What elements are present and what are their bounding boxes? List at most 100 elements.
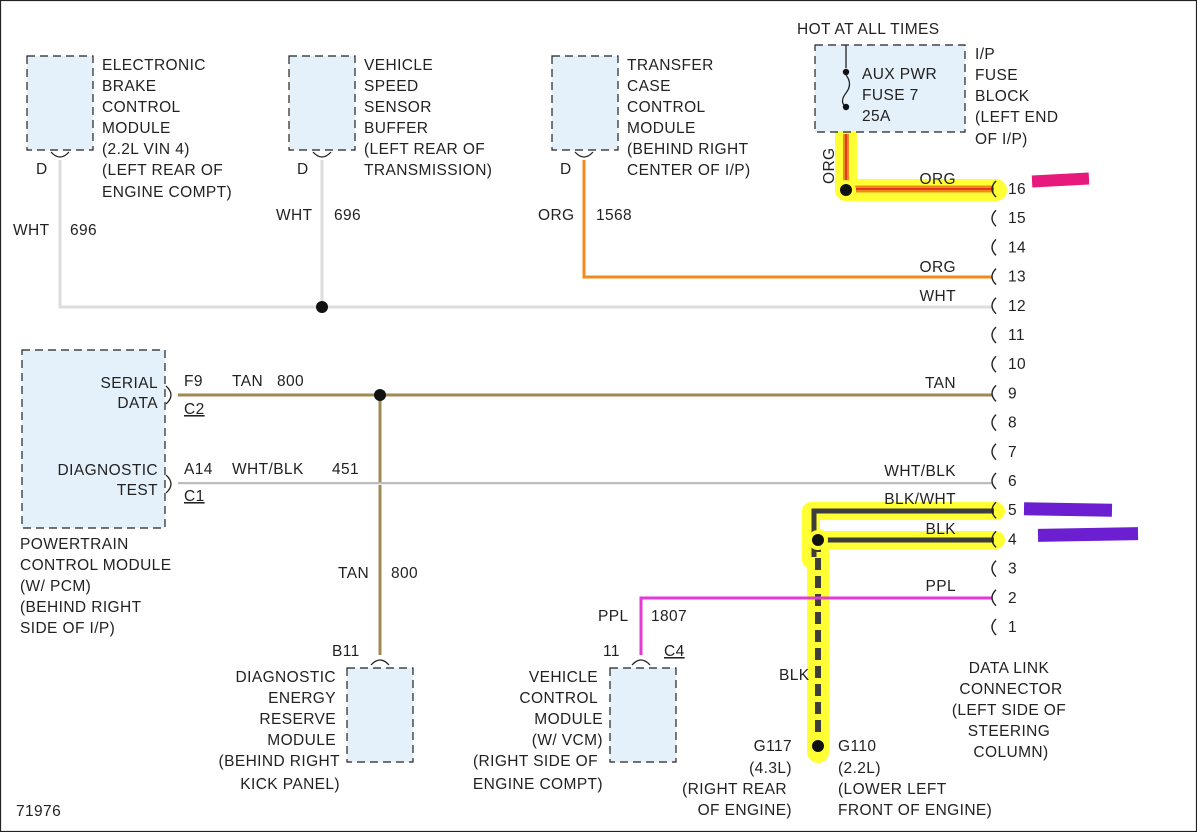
module-ebcm: D ELECTRONIC BRAKE CONTROL MODULE (2.2L … xyxy=(13,55,232,239)
tccm-wire-circuit: 1568 xyxy=(596,207,632,224)
tccm-pin: D xyxy=(560,161,572,178)
pin13-wire-color: ORG xyxy=(919,259,956,276)
pcm-serial-label-2: DATA xyxy=(117,395,158,412)
pcm-label-3: (W/ PCM) xyxy=(20,578,91,595)
pin9-wire-color: TAN xyxy=(925,375,956,392)
fuse-terminal-top xyxy=(842,68,850,76)
vssb-label-2: SPEED xyxy=(364,78,419,95)
dlc-label-5: COLUMN) xyxy=(973,744,1048,761)
vssb-pin: D xyxy=(297,161,309,178)
pcm-box xyxy=(21,349,166,529)
ebcm-label-2: BRAKE xyxy=(102,78,157,95)
ebcm-pin: D xyxy=(36,161,48,178)
dlc-pin-number: 6 xyxy=(1008,473,1017,490)
dlc-pin-bracket-icon xyxy=(991,530,997,548)
ebcm-label-5: (2.2L VIN 4) xyxy=(102,141,190,158)
derm-label-4: MODULE xyxy=(267,732,336,749)
splices xyxy=(316,180,856,756)
dlc-pin-number: 12 xyxy=(1008,298,1026,315)
pink-annotation-mark xyxy=(1031,172,1090,188)
vcm-label-2: CONTROL xyxy=(519,690,598,707)
splice-blk-dot xyxy=(812,534,824,546)
dlc-pin-bracket-icon xyxy=(991,209,997,227)
module-vssb: D VEHICLE SPEED SENSOR BUFFER (LEFT REAR… xyxy=(276,55,492,224)
dlc-pin-number: 10 xyxy=(1008,356,1026,373)
derm-label-6: KICK PANEL) xyxy=(240,776,340,793)
derm-label-1: DIAGNOSTIC xyxy=(236,669,336,686)
fuse-block-label-4: (LEFT END xyxy=(975,109,1058,126)
vssb-connector-icon xyxy=(312,151,332,158)
dlc-pin-bracket-icon xyxy=(991,443,997,461)
fuse-icon xyxy=(841,74,851,108)
vssb-label-3: SENSOR xyxy=(364,99,432,116)
pin12-wire-color: WHT xyxy=(920,288,957,305)
ground-right-engine: (2.2L) xyxy=(838,760,881,777)
ebcm-label-4: MODULE xyxy=(102,120,171,137)
ground-point-dot xyxy=(812,740,824,752)
pcm-serial-conn: C2 xyxy=(184,401,205,418)
tccm-label-6: CENTER OF I/P) xyxy=(627,162,751,179)
ebcm-label-3: CONTROL xyxy=(102,99,181,116)
module-derm: TAN 800 B11 DIAGNOSTIC ENERGY RESERVE MO… xyxy=(219,565,418,793)
vcm-label-3: MODULE xyxy=(534,711,603,728)
derm-wire-circuit: 800 xyxy=(391,565,418,582)
tccm-label-5: (BEHIND RIGHT xyxy=(627,141,749,158)
dlc-pin-bracket-icon xyxy=(991,501,997,519)
ground-left-location-1: (RIGHT REAR xyxy=(682,781,787,798)
ground-right-location-1: (LOWER LEFT xyxy=(838,781,947,798)
module-tccm: D TRANSFER CASE CONTROL MODULE (BEHIND R… xyxy=(538,55,751,224)
pin4-wire-color: BLK xyxy=(926,521,957,538)
dlc-pin-number: 15 xyxy=(1008,210,1026,227)
dlc-pin-number: 7 xyxy=(1008,444,1017,461)
fuse-box xyxy=(814,44,966,133)
pcm-diag-connector-icon xyxy=(165,474,172,494)
wire-tccm-org xyxy=(582,160,992,279)
dlc-pin-number: 9 xyxy=(1008,385,1017,402)
derm-label-3: RESERVE xyxy=(259,711,336,728)
ground-left-location-2: OF ENGINE) xyxy=(698,802,792,819)
dlc-pin-bracket-icon xyxy=(991,326,997,344)
diagram-number: 71976 xyxy=(16,803,61,820)
vcm-label-1: VEHICLE xyxy=(529,669,598,686)
dlc-pin-number: 8 xyxy=(1008,415,1017,432)
pcm-diag-label-1: DIAGNOSTIC xyxy=(58,462,158,479)
diag-wire-color: WHT/BLK xyxy=(232,461,304,478)
dlc-pin-bracket-icon xyxy=(991,618,997,636)
fuse-block: HOT AT ALL TIMES AUX PWR FUSE 7 25A I/P … xyxy=(797,21,1058,184)
dlc-pin-bracket-icon xyxy=(991,472,997,490)
pin2-wire-color: PPL xyxy=(926,578,957,595)
vcm-wire-circuit: 1807 xyxy=(651,608,687,625)
grounds: BLK G117 (4.3L) (RIGHT REAR OF ENGINE) G… xyxy=(682,667,992,819)
dlc-pin-bracket-icon xyxy=(991,355,997,373)
pcm-serial-label-1: SERIAL xyxy=(100,375,158,392)
wire-ebcm-wht xyxy=(58,160,992,309)
splice-fuse-dot xyxy=(840,184,852,196)
dlc-pin-bracket-icon xyxy=(991,238,997,256)
tccm-label-1: TRANSFER xyxy=(627,57,714,74)
ground-right-location-2: FRONT OF ENGINE) xyxy=(838,802,992,819)
derm-label-5: (BEHIND RIGHT xyxy=(219,753,341,770)
tccm-wire-color: ORG xyxy=(538,207,575,224)
vcm-wire-color: PPL xyxy=(598,608,629,625)
tccm-connector-icon xyxy=(574,151,594,158)
fuse-label-3: 25A xyxy=(862,108,891,125)
dlc-label-2: CONNECTOR xyxy=(959,681,1062,698)
dlc-label: DATA LINK CONNECTOR (LEFT SIDE OF STEERI… xyxy=(952,660,1066,761)
pcm-label-5: SIDE OF I/P) xyxy=(20,620,115,637)
derm-wire-color: TAN xyxy=(338,565,369,582)
fuse-block-label-2: FUSE xyxy=(975,67,1018,84)
pcm-diag-conn: C1 xyxy=(184,488,205,505)
vcm-box xyxy=(609,667,677,763)
ground-wire-color: BLK xyxy=(779,667,810,684)
vcm-label-4: (W/ VCM) xyxy=(532,732,603,749)
vcm-label-5: (RIGHT SIDE OF xyxy=(473,753,598,770)
fuse-label-1: AUX PWR xyxy=(862,66,937,83)
pin16-wire-color: ORG xyxy=(919,171,956,188)
fuse-terminal-bottom xyxy=(842,103,850,111)
dlc-pin-number: 4 xyxy=(1008,531,1017,548)
dlc-pin-number: 16 xyxy=(1008,181,1026,198)
tccm-label-2: CASE xyxy=(627,78,671,95)
module-pcm: SERIAL DATA DIAGNOSTIC TEST F9 C2 A14 C1… xyxy=(20,349,359,637)
